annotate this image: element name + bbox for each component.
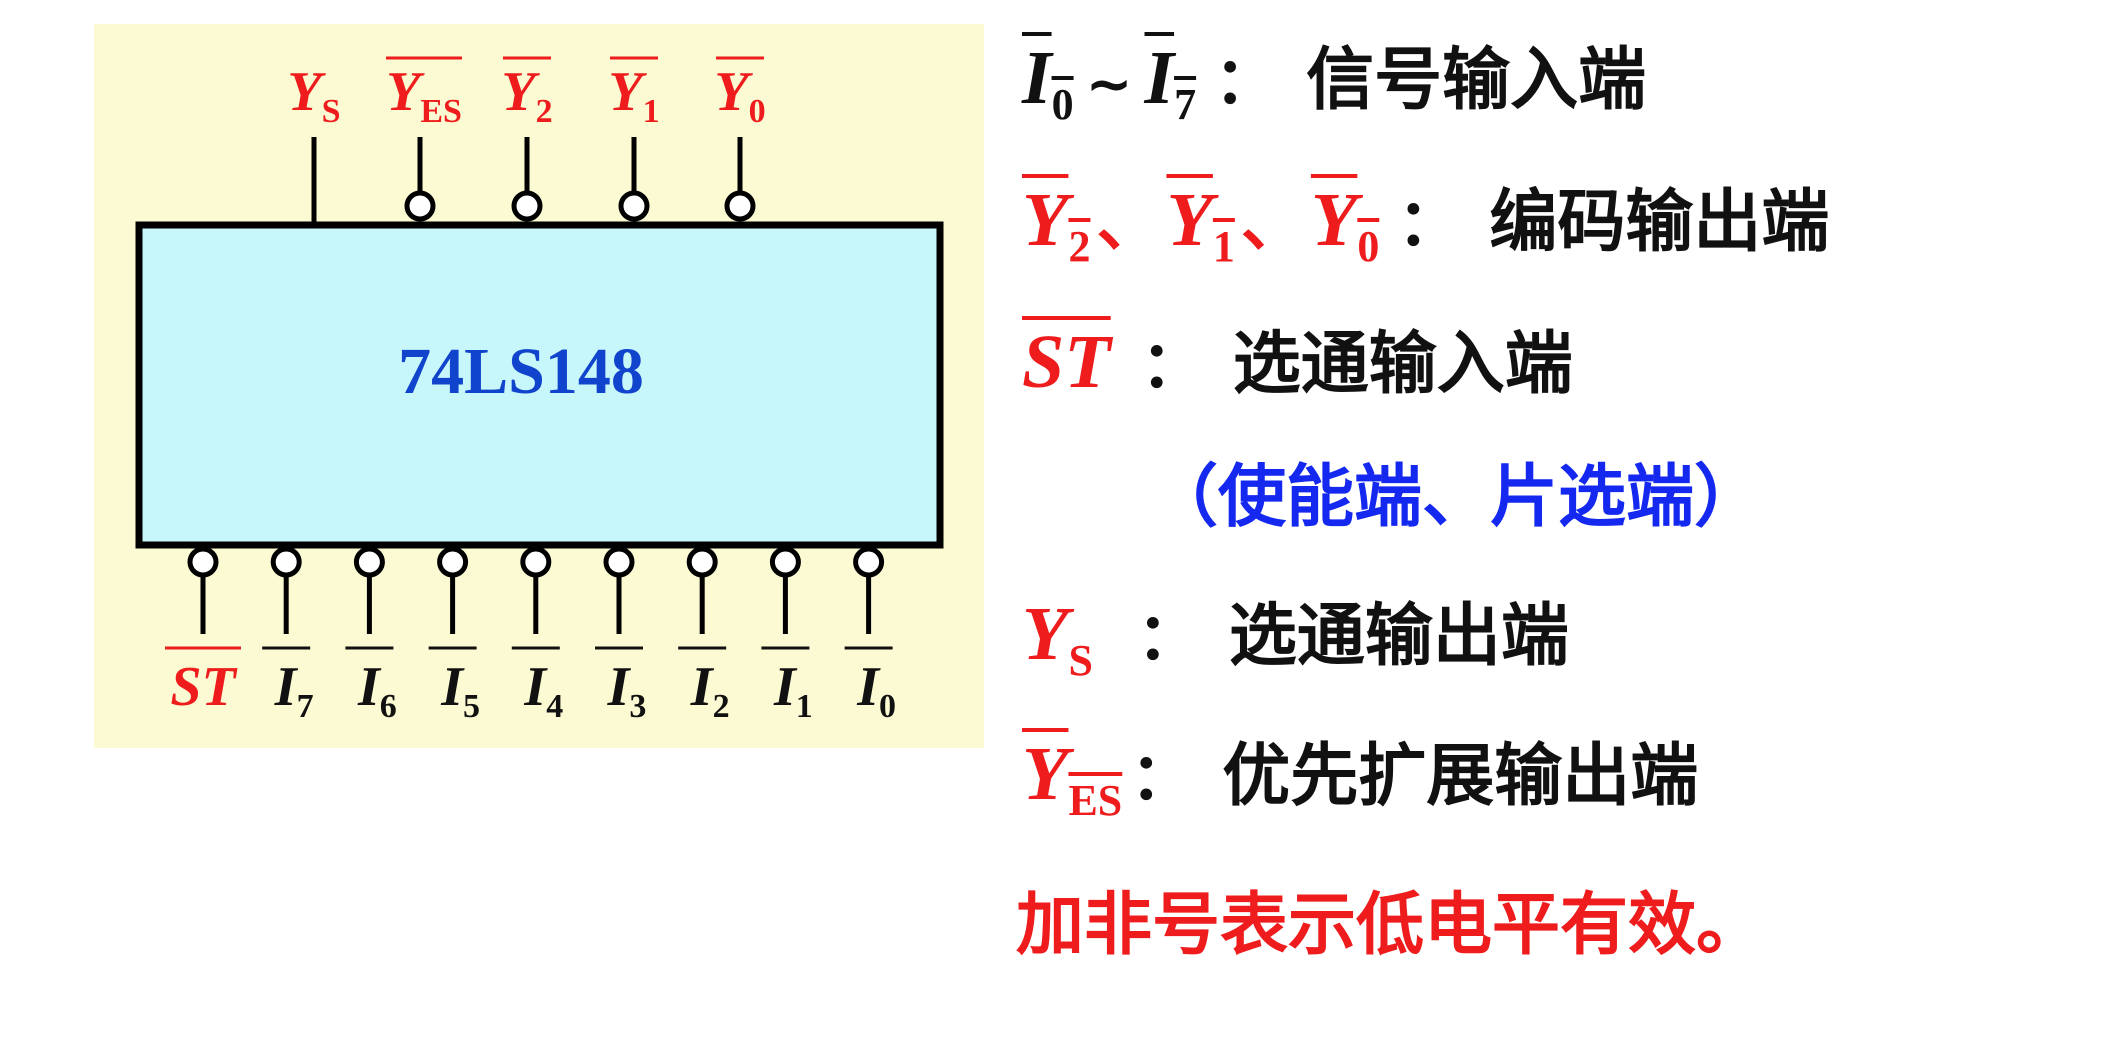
bottom-pin-i7: I7: [262, 546, 314, 725]
desc-strobe-input: ST：选通输入端: [1022, 324, 1573, 400]
desc-strobe-output: YS：选通输出端: [1022, 596, 1569, 683]
top-pin-ys: YS: [287, 61, 341, 222]
bottom-pin-i4: I4: [511, 546, 563, 725]
separator: 、: [1096, 187, 1161, 261]
bottom-pin-i3: I3: [595, 546, 647, 725]
top-pin-y2: Y2: [501, 56, 553, 222]
top-pin-label: YES: [386, 61, 462, 130]
sym-y2: Y2: [1022, 178, 1091, 271]
inversion-bubble: [603, 546, 635, 578]
sym-yes: YES: [1022, 732, 1123, 825]
inversion-bubble: [187, 546, 219, 578]
bottom-pin-label: I6: [357, 656, 397, 725]
bottom-pin-label: I5: [440, 656, 480, 725]
top-pin-label: Y0: [714, 61, 765, 130]
top-pins: YS YES Y2 Y1 Y0: [287, 56, 766, 222]
desc-strobe-output-text: 选通输出端: [1228, 597, 1569, 676]
sym-y0: Y0: [1310, 178, 1380, 271]
colon: ：: [1130, 741, 1195, 815]
sym-st: ST: [1022, 320, 1111, 404]
inversion-bubble: [437, 546, 469, 578]
desc-output-text: 编码输出端: [1489, 183, 1830, 262]
top-pin-y0: Y0: [714, 56, 766, 222]
bottom-pin-i2: I2: [678, 546, 730, 725]
bottom-pin-label: I4: [523, 656, 563, 725]
top-pin-label: Y1: [608, 61, 659, 130]
sym-ys: YS: [1022, 592, 1093, 685]
bottom-pin-st: ST: [165, 546, 241, 718]
top-pin-y1: Y1: [608, 56, 660, 222]
inversion-bubble: [853, 546, 885, 578]
bottom-pin-i0: I0: [844, 546, 896, 725]
inversion-bubble: [769, 546, 801, 578]
inversion-bubble: [618, 190, 650, 222]
bottom-pin-label: I0: [856, 656, 896, 725]
strobe-note-text: （使能端、片选端）: [1150, 458, 1763, 537]
top-pin-label: YS: [287, 61, 340, 130]
bottom-pin-label: ST: [170, 656, 238, 718]
bottom-pin-label: I2: [690, 656, 730, 725]
desc-input-pins: I0~I7：信号输入端: [1022, 40, 1646, 127]
desc-strobe-note: （使能端、片选端）: [1150, 464, 1762, 532]
inversion-bubble: [270, 546, 302, 578]
top-pin-yes: YES: [386, 56, 462, 222]
active-low-note-text: 加非号表示低电平有效。: [1016, 886, 1765, 965]
inversion-bubble: [520, 546, 552, 578]
desc-expand-output-text: 优先扩展输出端: [1222, 737, 1699, 816]
desc-input-text: 信号输入端: [1306, 41, 1647, 120]
chip-body: [135, 221, 944, 549]
sym-i7: I7: [1144, 36, 1197, 129]
desc-expand-output: YES：优先扩展输出端: [1022, 736, 1698, 823]
bottom-pin-label: I7: [274, 656, 314, 725]
separator: 、: [1240, 187, 1305, 261]
inversion-bubble: [511, 190, 543, 222]
colon: ：: [1140, 329, 1205, 403]
sym-i0: I0: [1022, 36, 1074, 129]
colon: ：: [1214, 45, 1279, 119]
active-low-note: 加非号表示低电平有效。: [1016, 892, 1764, 960]
chip-name: 74LS148: [398, 335, 644, 408]
desc-strobe-input-text: 选通输入端: [1232, 325, 1573, 404]
bottom-pin-label: I3: [607, 656, 647, 725]
desc-output-pins: Y2、Y1、Y0：编码输出端: [1022, 182, 1829, 269]
top-pin-label: Y2: [501, 61, 552, 130]
inversion-bubble: [724, 190, 756, 222]
bottom-pin-label: I1: [773, 656, 813, 725]
inversion-bubble: [404, 190, 436, 222]
bottom-pins: ST I7 I6 I5 I4 I3 I2 I1 I0: [165, 546, 896, 725]
bottom-pin-i6: I6: [345, 546, 397, 725]
tilde: ~: [1085, 52, 1133, 117]
inversion-bubble: [686, 546, 718, 578]
bottom-pin-i5: I5: [428, 546, 480, 725]
sym-y1: Y1: [1166, 178, 1235, 271]
colon: ：: [1397, 187, 1462, 261]
bottom-pin-i1: I1: [761, 546, 813, 725]
inversion-bubble: [353, 546, 385, 578]
colon: ：: [1136, 601, 1201, 675]
